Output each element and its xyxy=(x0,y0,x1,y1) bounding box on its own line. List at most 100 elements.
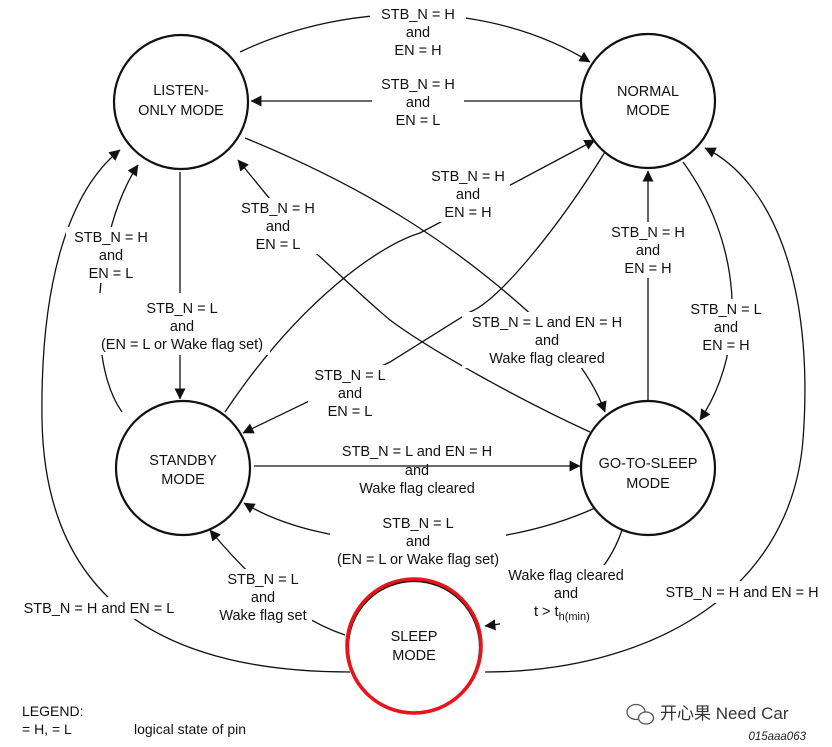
condition-text: Wake flag cleared xyxy=(489,351,605,367)
condition-text: and xyxy=(406,534,430,550)
condition-text: and xyxy=(170,319,194,335)
label-gts-to-standby: STB_N = L and (EN = L or Wake flag set) xyxy=(337,516,499,568)
label-listen-to-standby: STB_N = L and (EN = L or Wake flag set) xyxy=(101,301,263,353)
condition-text: Wake flag cleared xyxy=(359,481,475,497)
condition-text: and xyxy=(636,243,660,259)
label-standby-to-listen: STB_N = H and EN = L xyxy=(74,230,148,282)
state-go-to-sleep: GO-TO-SLEEP MODE xyxy=(579,399,717,537)
condition-text: STB_N = H xyxy=(381,7,455,23)
edge-standby-to-normal xyxy=(224,139,596,413)
label-sleep-to-normal: STB_N = H and EN = H xyxy=(665,585,818,601)
condition-text: (EN = L or Wake flag set) xyxy=(101,337,263,353)
label-bg xyxy=(214,569,312,625)
state-label: SLEEP xyxy=(391,629,438,645)
condition-text: EN = L xyxy=(256,237,301,253)
edge-sleep-to-normal xyxy=(484,147,806,673)
watermark: 开心果 Need Car xyxy=(626,703,789,725)
condition-text: and xyxy=(405,463,429,479)
condition-text: EN = H xyxy=(702,338,749,354)
condition-text: STB_N = H xyxy=(611,225,685,241)
condition-main: t > t xyxy=(534,604,559,620)
state-label: MODE xyxy=(392,648,436,664)
label-bg xyxy=(372,74,464,130)
label-bg xyxy=(234,198,322,254)
condition-subscript: h(min) xyxy=(559,611,590,623)
condition-text: STB_N = L xyxy=(146,301,217,317)
condition-text: EN = L xyxy=(396,113,441,129)
condition-text: STB_N = L xyxy=(690,302,761,318)
condition-text: and xyxy=(714,320,738,336)
condition-text: EN = H xyxy=(444,205,491,221)
edge-standby-to-listen xyxy=(98,164,139,413)
label-bg xyxy=(684,299,768,355)
state-normal: NORMAL MODE xyxy=(579,32,717,170)
state-label: MODE xyxy=(626,476,670,492)
edge-gts-to-listen xyxy=(237,159,591,433)
state-label: STANDBY xyxy=(149,453,217,469)
legend-title: LEGEND: xyxy=(22,703,83,719)
condition-text: EN = H xyxy=(624,261,671,277)
condition-text: STB_N = L xyxy=(227,572,298,588)
label-bg xyxy=(604,222,692,278)
condition-text: STB_N = H xyxy=(431,169,505,185)
condition-text: STB_N = H and EN = H xyxy=(665,585,818,601)
label-bg xyxy=(330,513,506,569)
condition-text: STB_N = L and EN = H xyxy=(342,444,492,460)
label-bg xyxy=(330,474,506,506)
condition-text: and xyxy=(99,248,123,264)
label-bg xyxy=(500,565,632,625)
wechat-icon xyxy=(626,703,655,725)
label-bg xyxy=(462,312,632,368)
label-normal-to-gts: STB_N = L and EN = H xyxy=(690,302,761,354)
condition-text: and xyxy=(406,95,430,111)
condition-text: STB_N = L xyxy=(382,516,453,532)
label-standby-to-gts: STB_N = L and EN = H and Wake flag clear… xyxy=(342,444,492,497)
condition-text: STB_N = L xyxy=(314,368,385,384)
edge-listen-to-gts xyxy=(244,137,607,413)
state-label: MODE xyxy=(626,103,670,119)
condition-text: Wake flag set xyxy=(219,608,306,624)
condition-text: and xyxy=(456,187,480,203)
label-bg xyxy=(370,4,466,60)
label-bg xyxy=(16,597,182,619)
state-label: LISTEN- xyxy=(153,83,209,99)
condition-text: and xyxy=(338,386,362,402)
edge-normal-to-standby xyxy=(242,151,606,434)
label-bg xyxy=(332,441,502,459)
condition-text: EN = L xyxy=(89,266,134,282)
legend-symbols: = H, = L xyxy=(22,721,72,737)
label-bg xyxy=(308,365,394,421)
condition-text: t > th(min) xyxy=(534,604,590,623)
condition-text: and xyxy=(554,586,578,602)
condition-text: and xyxy=(251,590,275,606)
state-label: GO-TO-SLEEP xyxy=(599,456,698,472)
sleep-highlight-ring xyxy=(345,577,483,715)
label-sleep-to-listen: STB_N = H and EN = L xyxy=(24,601,175,617)
edge-sleep-to-listen xyxy=(41,149,351,673)
state-sleep: SLEEP MODE xyxy=(345,577,483,715)
state-listen-only: LISTEN- ONLY MODE xyxy=(112,33,250,171)
label-standby-to-normal: STB_N = H and EN = H xyxy=(431,169,505,221)
state-label: MODE xyxy=(161,472,205,488)
label-normal-to-listen: STB_N = H and EN = L xyxy=(381,77,455,129)
legend-meaning: logical state of pin xyxy=(134,721,246,737)
condition-text: Wake flag cleared xyxy=(508,568,624,584)
watermark-text: 开心果 Need Car xyxy=(660,704,789,723)
condition-text: STB_N = H xyxy=(241,201,315,217)
legend: LEGEND: = H, = L logical state of pin xyxy=(22,703,246,737)
label-listen-to-normal: STB_N = H and EN = H xyxy=(381,7,455,59)
label-gts-to-listen: STB_N = H and EN = L xyxy=(241,201,315,253)
state-label: NORMAL xyxy=(617,84,679,100)
condition-text: and xyxy=(266,219,290,235)
label-bg xyxy=(66,227,156,283)
condition-text: and xyxy=(535,333,559,349)
condition-text: STB_N = H xyxy=(381,77,455,93)
label-gts-to-sleep: Wake flag cleared and t > th(min) xyxy=(508,568,624,623)
condition-text: STB_N = H and EN = L xyxy=(24,601,175,617)
label-bg xyxy=(94,293,270,355)
label-gts-to-normal: STB_N = H and EN = H xyxy=(611,225,685,277)
condition-text: STB_N = L and EN = H xyxy=(472,315,622,331)
label-bg xyxy=(658,581,826,603)
condition-text: (EN = L or Wake flag set) xyxy=(337,552,499,568)
